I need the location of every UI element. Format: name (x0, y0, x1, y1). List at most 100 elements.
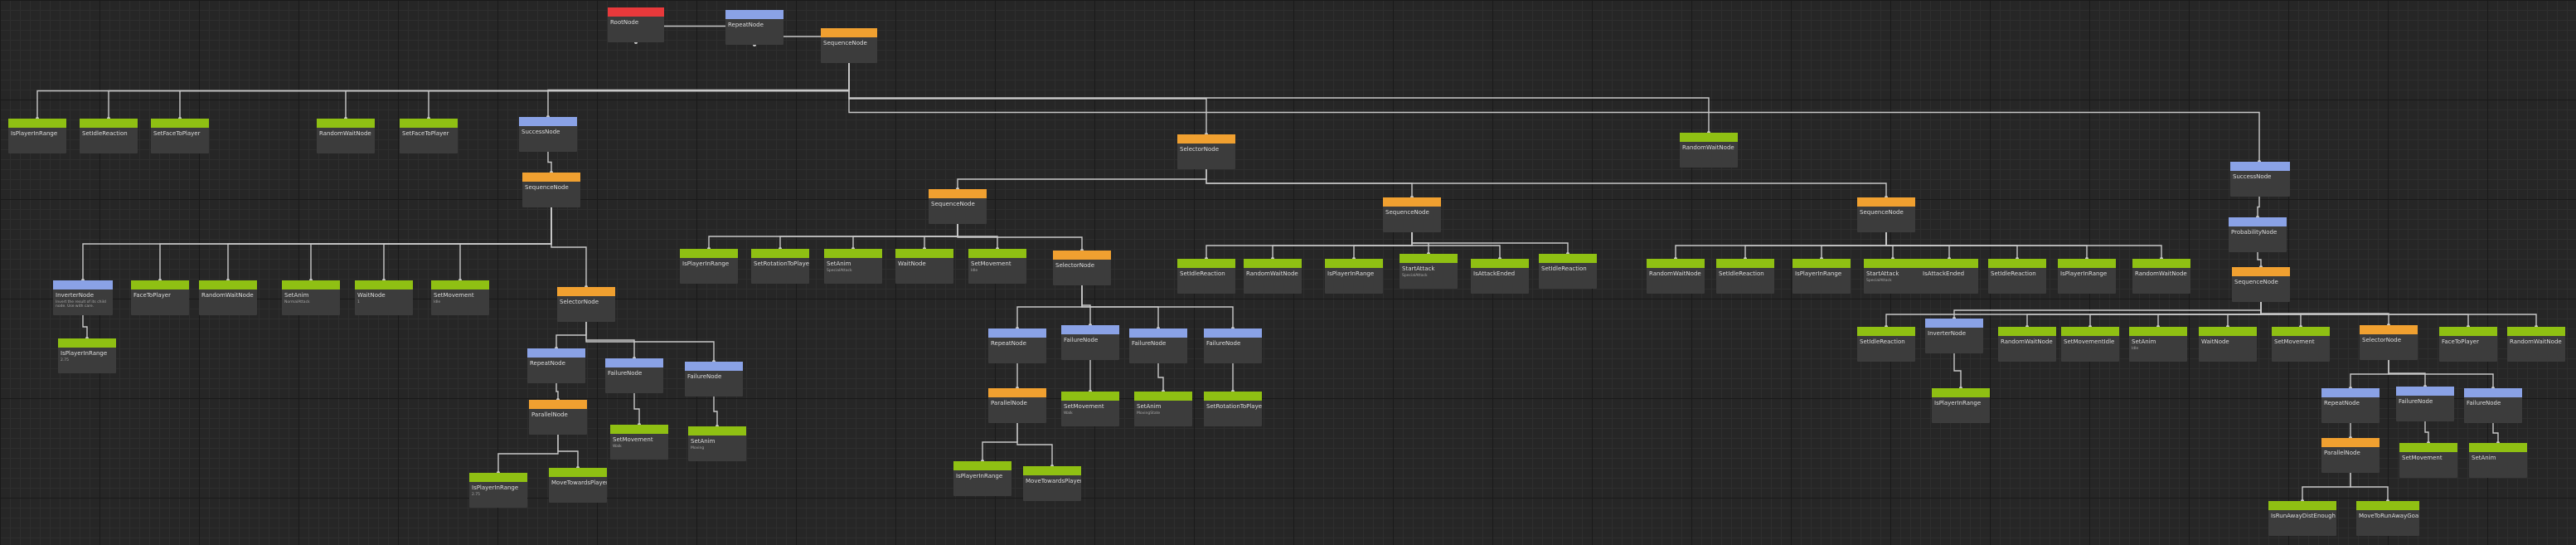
action-node[interactable]: IsPlayerInRange (8, 119, 66, 153)
action-node[interactable]: IsPlayerInRange (680, 249, 738, 284)
decorator-node[interactable]: FailureNode (1129, 328, 1187, 363)
action-node[interactable]: RandomWaitNode (1647, 259, 1705, 294)
action-node[interactable]: IsPlayerInRange (2058, 259, 2116, 294)
composite-node[interactable]: SequenceNode (522, 173, 580, 207)
node-header (431, 280, 489, 290)
node-header (58, 338, 116, 348)
decorator-node[interactable]: SuccessNode (2230, 162, 2288, 197)
action-node[interactable]: SetAnim (2469, 443, 2527, 478)
action-node[interactable]: RandomWaitNode (1998, 327, 2056, 362)
decorator-node[interactable]: RepeatNode (527, 348, 585, 383)
decorator-node[interactable]: RepeatNode (988, 328, 1046, 363)
action-node[interactable]: SetMovementIdle (2061, 327, 2119, 362)
action-node[interactable]: SetIdleReaction (1988, 259, 2046, 294)
decorator-node[interactable]: FailureNode (605, 358, 663, 393)
decorator-node[interactable]: FailureNode (2464, 388, 2522, 423)
action-node[interactable]: IsPlayerInRange (1932, 388, 1990, 423)
action-node[interactable]: SetIdleReaction (80, 119, 138, 153)
action-node[interactable]: IsAttackEnded (1920, 259, 1978, 294)
decorator-node[interactable]: FailureNode (685, 362, 743, 397)
node-title: ParallelNode (991, 400, 1027, 406)
composite-node[interactable]: SelectorNode (1177, 134, 1235, 169)
action-node[interactable]: IsAttackEnded (1471, 259, 1529, 294)
action-node[interactable]: IsRunAwayDistEnough (2268, 501, 2336, 536)
action-node[interactable]: MoveTowardsPlayer (549, 468, 607, 503)
action-node[interactable]: FaceToPlayer (2439, 327, 2497, 362)
decorator-node[interactable]: RepeatNode (2321, 388, 2380, 423)
action-node[interactable]: IsPlayerInRange (1793, 259, 1851, 294)
action-node[interactable]: IsPlayerInRange (1325, 259, 1383, 294)
node-header (2232, 267, 2290, 276)
node-title: SequenceNode (1860, 209, 1904, 216)
action-node[interactable]: WaitNode (2199, 327, 2257, 362)
action-node[interactable]: RandomWaitNode (1244, 259, 1302, 294)
composite-node[interactable]: ParallelNode (2321, 438, 2380, 473)
node-title: SetAnim (2472, 455, 2496, 461)
decorator-node[interactable]: FailureNode (1061, 325, 1119, 360)
action-node[interactable]: RandomWaitNode (1680, 133, 1738, 168)
node-detail: NormalAttack (284, 300, 310, 304)
action-node[interactable]: SetFaceToPlayer (400, 119, 458, 153)
composite-node[interactable]: ParallelNode (988, 388, 1046, 423)
decorator-node[interactable]: InverterNode (1925, 319, 1983, 353)
node-header (2321, 388, 2380, 397)
action-node[interactable]: SetMovement (2399, 443, 2457, 478)
composite-node[interactable]: SequenceNode (1383, 197, 1441, 232)
composite-node[interactable]: SequenceNode (929, 189, 987, 224)
action-node[interactable]: SetIdleReaction (1177, 259, 1235, 294)
decorator-node[interactable]: SuccessNode (519, 117, 577, 152)
decorator-node[interactable]: ProbabilityNode (2229, 217, 2287, 252)
decorator-node[interactable]: FailureNode (1204, 328, 1262, 363)
decorator-node[interactable]: RepeatNode (725, 10, 783, 45)
action-node[interactable]: MoveToRunAwayGoal (2356, 501, 2419, 536)
action-node[interactable]: RandomWaitNode (2132, 259, 2190, 294)
action-node[interactable]: FaceToPlayer (131, 280, 189, 315)
action-node[interactable]: RandomWaitNode (2507, 327, 2565, 362)
composite-node[interactable]: SelectorNode (2360, 325, 2418, 360)
action-node[interactable]: WaitNode (895, 249, 953, 284)
node-title: RootNode (610, 19, 639, 26)
action-node[interactable]: SetMovement (2272, 327, 2330, 362)
action-node[interactable]: SetIdleReaction (1857, 327, 1915, 362)
action-node[interactable]: SetIdleReaction (1716, 259, 1774, 294)
decorator-node[interactable]: FailureNode (2396, 387, 2454, 421)
composite-node[interactable]: SequenceNode (2232, 267, 2290, 302)
node-header (549, 468, 607, 477)
action-node[interactable]: SetFaceToPlayer (151, 119, 209, 153)
node-header (1061, 392, 1119, 401)
composite-node[interactable]: ParallelNode (529, 400, 587, 435)
node-header (988, 388, 1046, 397)
action-node[interactable]: IsPlayerInRange (953, 461, 1011, 496)
composite-node[interactable]: SequenceNode (821, 28, 877, 63)
action-node[interactable]: SetIdleReaction (1539, 254, 1597, 289)
node-header (53, 280, 113, 290)
node-title: IsPlayerInRange (682, 260, 730, 267)
action-node[interactable]: SetRotationToPlayer (1204, 392, 1262, 426)
root-node[interactable]: RootNode (608, 7, 664, 42)
action-node[interactable]: MoveTowardsPlayer (1023, 466, 1081, 501)
action-node[interactable]: RandomWaitNode (199, 280, 257, 315)
composite-node[interactable]: SelectorNode (557, 287, 615, 322)
composite-node[interactable]: SelectorNode (1053, 251, 1111, 285)
action-node[interactable]: RandomWaitNode (317, 119, 375, 153)
action-node[interactable]: SetRotationToPlayer (751, 249, 809, 284)
composite-node[interactable]: SequenceNode (1857, 197, 1915, 232)
node-title: FaceToPlayer (133, 292, 171, 299)
node-title: SequenceNode (2234, 279, 2278, 285)
